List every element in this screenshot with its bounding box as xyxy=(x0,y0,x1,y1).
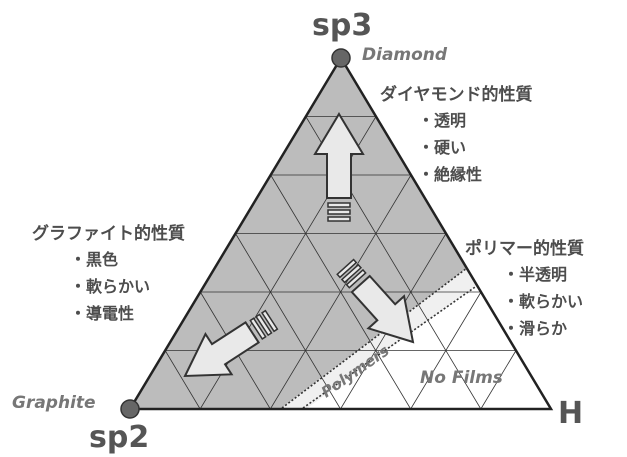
vertex-dot-sp2 xyxy=(120,399,140,419)
vertex-label-h: H xyxy=(558,396,584,431)
polymer-prop-item: ・軟らかい xyxy=(503,292,584,311)
graphite-props-heading: グラファイト的性質 xyxy=(32,224,185,244)
no-films-label: No Films xyxy=(420,368,503,388)
vertex-label-sp2: sp2 xyxy=(89,420,150,455)
graphite-prop-item: ・軟らかい xyxy=(70,277,151,296)
graphite-prop-item: ・黒色 xyxy=(70,250,119,269)
diamond-label: Diamond xyxy=(362,45,448,65)
triangle-outline xyxy=(127,55,554,411)
polymer-props-heading: ポリマー的性質 xyxy=(465,239,584,259)
polymer-prop-item: ・滑らか xyxy=(503,319,568,338)
arrow-to-graphite xyxy=(183,309,279,378)
vertex-label-sp3: sp3 xyxy=(312,8,373,43)
grid-line-right-parallel xyxy=(164,350,201,409)
diamond-props-heading: ダイヤモンド的性質 xyxy=(380,85,533,105)
polymer-prop-item: ・半透明 xyxy=(503,265,568,284)
graphite-prop-item: ・導電性 xyxy=(70,304,135,323)
arrow-to-diamond xyxy=(313,112,365,222)
grid-line-right-parallel xyxy=(235,233,341,409)
diamond-prop-item: ・絶縁性 xyxy=(418,165,483,184)
arrow-to-polymers xyxy=(336,258,415,344)
polymers-region xyxy=(280,268,477,409)
vertex-dot-sp3 xyxy=(331,48,351,68)
diamond-prop-item: ・硬い xyxy=(418,138,467,157)
grid-line-left-parallel xyxy=(480,350,517,409)
graphite-label: Graphite xyxy=(12,393,96,413)
diamond-prop-item: ・透明 xyxy=(418,111,467,130)
polymer-boundary-upper xyxy=(281,267,468,409)
